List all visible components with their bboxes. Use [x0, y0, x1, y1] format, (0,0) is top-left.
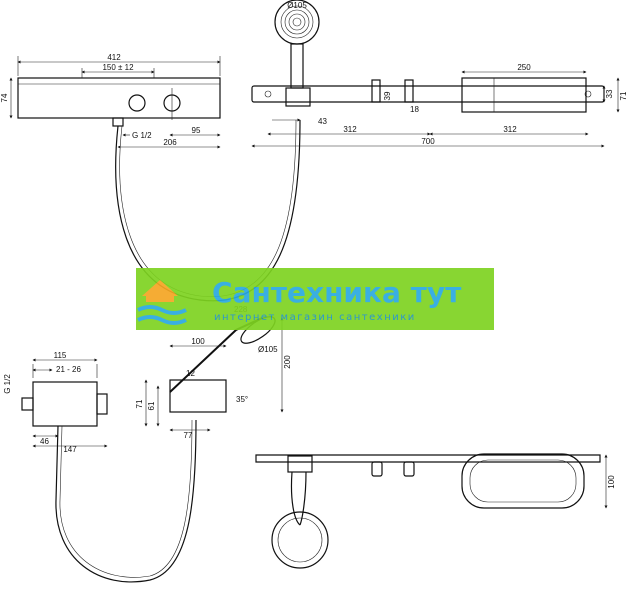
watermark-banner — [136, 268, 494, 330]
dim-right-offset: 95 — [192, 126, 201, 135]
dim-h61: 61 — [147, 401, 156, 410]
dim-vertical: 200 — [283, 355, 292, 369]
dim-h71: 71 — [135, 399, 144, 408]
dim-holder-dia: Ø105 — [258, 345, 278, 354]
thermostat-side-body — [32, 381, 98, 427]
dim-offset: 46 — [40, 437, 49, 446]
dim-wall-range: 21 - 26 — [56, 365, 81, 374]
dim-height: 74 — [0, 93, 9, 102]
dim-small: 12 — [186, 369, 195, 378]
dim-depth: 115 — [54, 351, 67, 360]
dim-shelf-depth: 100 — [607, 475, 616, 489]
dim-left-span: 312 — [343, 125, 357, 134]
watermark-logo-icon — [137, 280, 187, 325]
rail-top-view: 100 — [255, 453, 616, 569]
thermostat-knob-left — [128, 94, 146, 112]
holder-base — [169, 379, 227, 413]
dim-shelf-height: 33 — [605, 89, 614, 98]
dim-spacing: 150 ± 12 — [102, 63, 134, 72]
dim-total-length: 700 — [421, 137, 435, 146]
handshower-holder — [285, 87, 311, 107]
dim-thread: G 1/2 — [132, 131, 152, 140]
rail-clip-left — [371, 79, 381, 103]
dim-handshower-dia: Ø105 — [287, 1, 307, 10]
dim-hose: 147 — [63, 445, 77, 454]
dim-holder-offset: 43 — [318, 117, 327, 126]
side-hose — [55, 419, 197, 583]
dim-horizontal: 100 — [191, 337, 205, 346]
dim-bottom: 77 — [184, 431, 193, 440]
thermostat-front-view: 412 150 ± 12 74 G 1/2 95 206 — [0, 53, 221, 149]
dim-width: 412 — [107, 53, 121, 62]
rail-top-bar — [255, 454, 601, 463]
dim-side-thread: G 1/2 — [3, 374, 12, 394]
rail-shelf — [461, 77, 587, 113]
dim-right-span: 312 — [503, 125, 517, 134]
shelf-top — [461, 453, 585, 509]
dim-bar-height: 71 — [619, 91, 628, 100]
thermostat-side-view: 115 21 - 26 G 1/2 46 147 — [3, 351, 197, 583]
rail-clip-right — [404, 79, 414, 103]
clip-top-right — [403, 461, 415, 477]
clip-top-left — [371, 461, 383, 477]
dim-outlet: 206 — [163, 138, 177, 147]
handshower-top — [271, 511, 329, 569]
holder-detail-view: 100 228 Ø105 200 12 71 61 35° 77 — [135, 305, 292, 440]
dim-bracket-height: 39 — [383, 91, 392, 100]
watermark-subtitle: интернет магазин сантехники — [214, 312, 416, 323]
dim-angle: 35° — [236, 395, 248, 404]
dim-clip-width: 18 — [410, 105, 419, 114]
dim-shelf-width: 250 — [517, 63, 531, 72]
watermark: Сантехника тут интернет магазин сантехни… — [136, 268, 494, 330]
rail-front-view: Ø105 39 18 250 33 71 43 312 312 700 — [251, 0, 628, 148]
watermark-title: Сантехника тут — [212, 276, 462, 309]
